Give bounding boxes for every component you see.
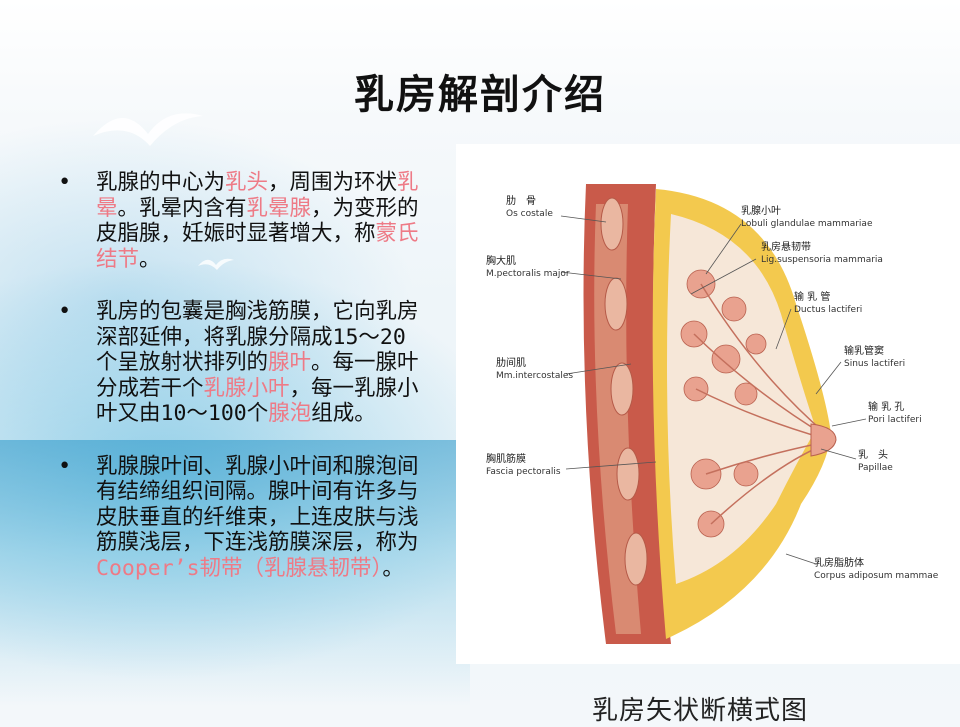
bullet-text: ，每一乳腺小叶又由10～100个 (96, 375, 419, 427)
leader-line (815, 361, 842, 395)
leader-line (705, 223, 742, 275)
lactiferous-duct (693, 333, 827, 437)
leader-line (785, 553, 817, 565)
gland-lobule (733, 461, 759, 487)
diagram-label-zh: 乳 头 (858, 448, 888, 461)
diagram-label-zh: 输 乳 孔 (868, 400, 904, 413)
gland-lobule (711, 344, 741, 374)
gland-lobule (721, 296, 747, 322)
highlighted-term: 腺泡 (268, 401, 312, 426)
bullet-item: • 乳腺腺叶间、乳腺小叶间和腺泡间有结缔组织间隔。腺叶间有许多与皮肤垂直的纤维束，… (58, 454, 420, 582)
gland-lobule (734, 382, 758, 406)
bullet-item: • 乳腺的中心为乳头，周围为环状乳晕。乳晕内含有乳晕腺，为变形的皮脂腺，妊娠时显著… (58, 170, 420, 272)
bullet-text: 乳房的包囊是胸浅筋膜，它向乳房深部延伸，将乳腺分隔成15～20个呈放射状排列的 (96, 299, 419, 375)
diagram-label-zh: 肋 骨 (506, 194, 536, 207)
diagram-label-zh: 胸大肌 (486, 254, 516, 267)
diagram-label-latin: Fascia pectoralis (486, 467, 561, 477)
diagram-label-latin: Sinus lactiferi (844, 359, 905, 369)
bullet-text: ，周围为环状 (268, 170, 398, 195)
bullet-text: 。 (139, 246, 161, 272)
diagram-label-latin: Os costale (506, 209, 553, 219)
diagram-label-latin: Corpus adiposum mammae (814, 571, 939, 581)
rib-section (604, 277, 628, 331)
bullet-list: • 乳腺的中心为乳头，周围为环状乳晕。乳晕内含有乳晕腺，为变形的皮脂腺，妊娠时显著… (58, 170, 420, 608)
highlighted-term: 乳晕 (96, 170, 419, 221)
nipple-shape (810, 423, 837, 457)
leader-line (565, 461, 657, 470)
diagram-label-latin: Lobuli glandulae mammariae (741, 219, 873, 229)
breast-sagittal-diagram: 肋 骨 Os costale 胸大肌 M.pectoralis major 肋间肌 Mm.… (486, 184, 939, 644)
diagram-label-latin: Ductus lactiferi (794, 305, 862, 315)
diagram-label-zh: 输乳管窦 (844, 344, 884, 357)
rib-section (624, 532, 648, 586)
seagull-decoration-large (93, 113, 203, 146)
bullet-text: 乳腺腺叶间、乳腺小叶间和腺泡间有结缔组织间隔。腺叶间有许多与皮肤垂直的纤维束，上… (96, 453, 419, 556)
leader-line (560, 271, 622, 280)
highlighted-term: 乳晕腺 (246, 195, 312, 221)
highlighted-term: 乳头 (225, 170, 269, 195)
bullet-text: 乳腺的中心为 (96, 170, 226, 195)
leader-line (565, 363, 632, 375)
diagram-label-latin: M.pectoralis major (486, 269, 570, 279)
leader-line (831, 418, 867, 427)
diagram-label-latin: Mm.intercostales (496, 371, 573, 381)
diagram-label-latin: Lig.suspensoria mammaria (761, 255, 883, 265)
bullet-dot-icon: • (58, 170, 72, 195)
highlighted-term: Cooper’s韧带（乳腺悬韧带） (96, 555, 383, 581)
highlighted-term: 乳腺小叶 (203, 375, 290, 401)
bullet-text: 。乳晕内含有 (117, 195, 247, 221)
bullet-text: 。 (382, 555, 404, 581)
diagram-label-zh: 肋间肌 (496, 356, 526, 369)
bullet-text: ，为变形的皮脂腺，妊娠时显著增大，称 (96, 195, 419, 247)
diagram-label-zh: 乳房脂肪体 (814, 556, 864, 569)
bullet-dot-icon: • (58, 453, 72, 479)
diagram-label-zh: 乳腺小叶 (741, 204, 781, 217)
highlighted-term: 蒙氏结节 (96, 221, 419, 272)
bullet-dot-icon: • (58, 299, 72, 324)
seagull-decoration-small (198, 258, 234, 270)
leader-line (560, 215, 607, 223)
sea-background (0, 440, 470, 720)
bullet-item: • 乳房的包囊是胸浅筋膜，它向乳房深部延伸，将乳腺分隔成15～20个呈放射状排列的… (58, 299, 420, 427)
highlighted-term: 腺叶 (268, 350, 312, 375)
diagram-caption: 乳房矢状断横式图 (592, 696, 809, 726)
lactiferous-duct (700, 283, 827, 435)
leader-line (820, 448, 857, 460)
rib-section (600, 197, 624, 251)
leader-line (690, 258, 757, 295)
diagram-label-zh: 输 乳 管 (794, 290, 830, 303)
leader-line (775, 308, 792, 350)
bullet-text: 组成。 (311, 401, 376, 426)
diagram-panel: 肋 骨 Os costale 胸大肌 M.pectoralis major 肋间肌 Mm.… (456, 144, 960, 664)
diagram-label-latin: Pori lactiferi (868, 415, 922, 425)
diagram-label-zh: 乳房悬韧带 (761, 240, 811, 253)
bullet-text: 。每一腺叶分成若干个 (96, 350, 419, 401)
diagram-label-latin: Papillae (858, 463, 893, 473)
slide-title: 乳房解剖介绍 (354, 71, 606, 118)
rib-section (616, 447, 640, 501)
diagram-label-zh: 胸肌筋膜 (486, 452, 526, 465)
rib-section (610, 362, 634, 416)
gland-lobule (745, 333, 767, 355)
